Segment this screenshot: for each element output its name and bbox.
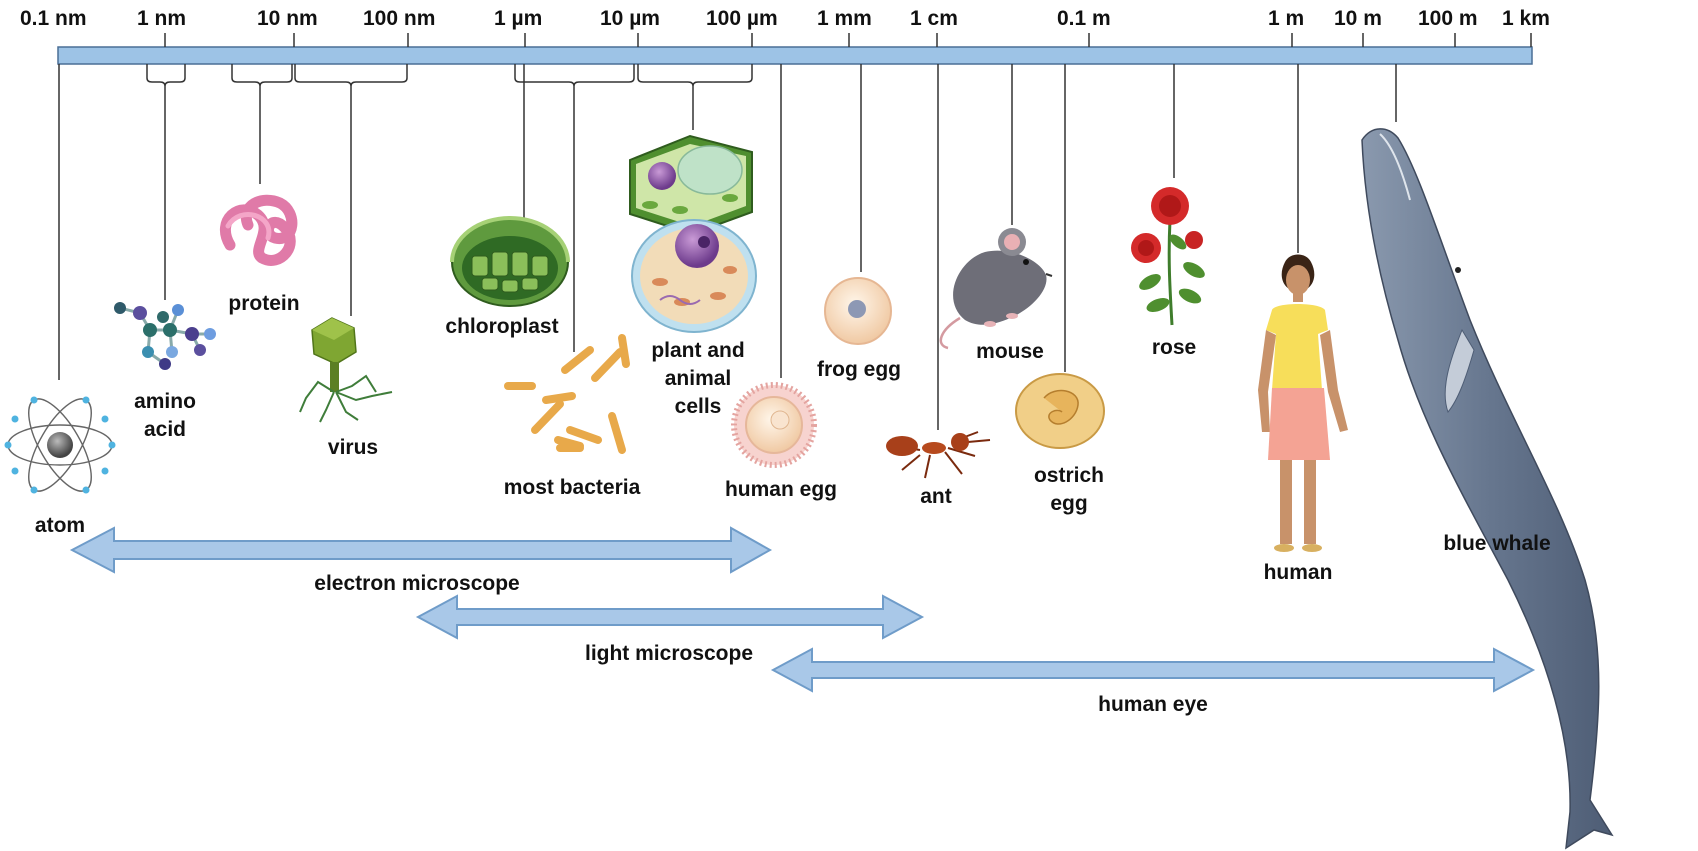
atom-icon — [5, 390, 116, 500]
label-human-egg: human egg — [725, 478, 837, 501]
label-ostrich-egg: ostrich — [1034, 464, 1104, 487]
tick-label: 0.1 m — [1057, 7, 1111, 30]
light-microscope-arrow — [418, 596, 922, 638]
tick-label: 10 nm — [257, 7, 318, 30]
human-figure-icon — [1258, 255, 1348, 553]
label-human-eye: human eye — [1098, 693, 1208, 716]
label-human: human — [1264, 561, 1333, 584]
tick-label: 100 µm — [706, 7, 778, 30]
label-amino-acid: amino — [134, 390, 196, 413]
label-chloroplast: chloroplast — [445, 315, 558, 338]
ant-icon — [886, 432, 990, 478]
label-amino-acid: acid — [144, 418, 186, 441]
tick-label: 100 nm — [363, 7, 435, 30]
ostrich-egg-icon — [1016, 374, 1104, 448]
label-electron-microscope: electron microscope — [314, 572, 519, 595]
amino-acid-icon — [114, 302, 216, 370]
scale-bar — [58, 47, 1532, 64]
label-cells: plant and — [651, 339, 744, 362]
rose-icon — [1131, 187, 1207, 325]
label-rose: rose — [1152, 336, 1196, 359]
virus-icon — [300, 318, 392, 422]
tick-label: 1 nm — [137, 7, 186, 30]
frog-egg-icon — [825, 278, 891, 344]
tick-label: 10 m — [1334, 7, 1382, 30]
tick-label: 1 mm — [817, 7, 872, 30]
tick-label: 1 m — [1268, 7, 1304, 30]
scale-ticks — [165, 33, 1531, 47]
tick-label: 0.1 nm — [20, 7, 87, 30]
tick-label: 1 km — [1502, 7, 1550, 30]
bacteria-icon — [508, 338, 626, 450]
label-protein: protein — [228, 292, 299, 315]
mouse-icon — [941, 228, 1052, 348]
label-virus: virus — [328, 436, 378, 459]
tick-label: 1 µm — [494, 7, 542, 30]
chloroplast-icon — [452, 218, 568, 306]
electron-microscope-arrow — [72, 528, 770, 572]
label-frog-egg: frog egg — [817, 358, 901, 381]
label-ostrich-egg: egg — [1050, 492, 1087, 515]
tick-label: 10 µm — [600, 7, 660, 30]
tick-label: 1 cm — [910, 7, 958, 30]
animal-cell-icon — [632, 220, 756, 332]
label-light-microscope: light microscope — [585, 642, 753, 665]
label-blue-whale: blue whale — [1443, 532, 1550, 555]
tick-label: 100 m — [1418, 7, 1478, 30]
human-egg-icon — [734, 385, 814, 465]
label-ant: ant — [920, 485, 952, 508]
label-mouse: mouse — [976, 340, 1044, 363]
protein-icon — [225, 200, 292, 260]
label-most-bacteria: most bacteria — [504, 476, 641, 499]
human-eye-arrow — [773, 649, 1533, 691]
label-atom: atom — [35, 514, 85, 537]
blue-whale-icon — [1362, 129, 1612, 848]
label-cells: animal — [665, 367, 732, 390]
label-cells: cells — [675, 395, 722, 418]
